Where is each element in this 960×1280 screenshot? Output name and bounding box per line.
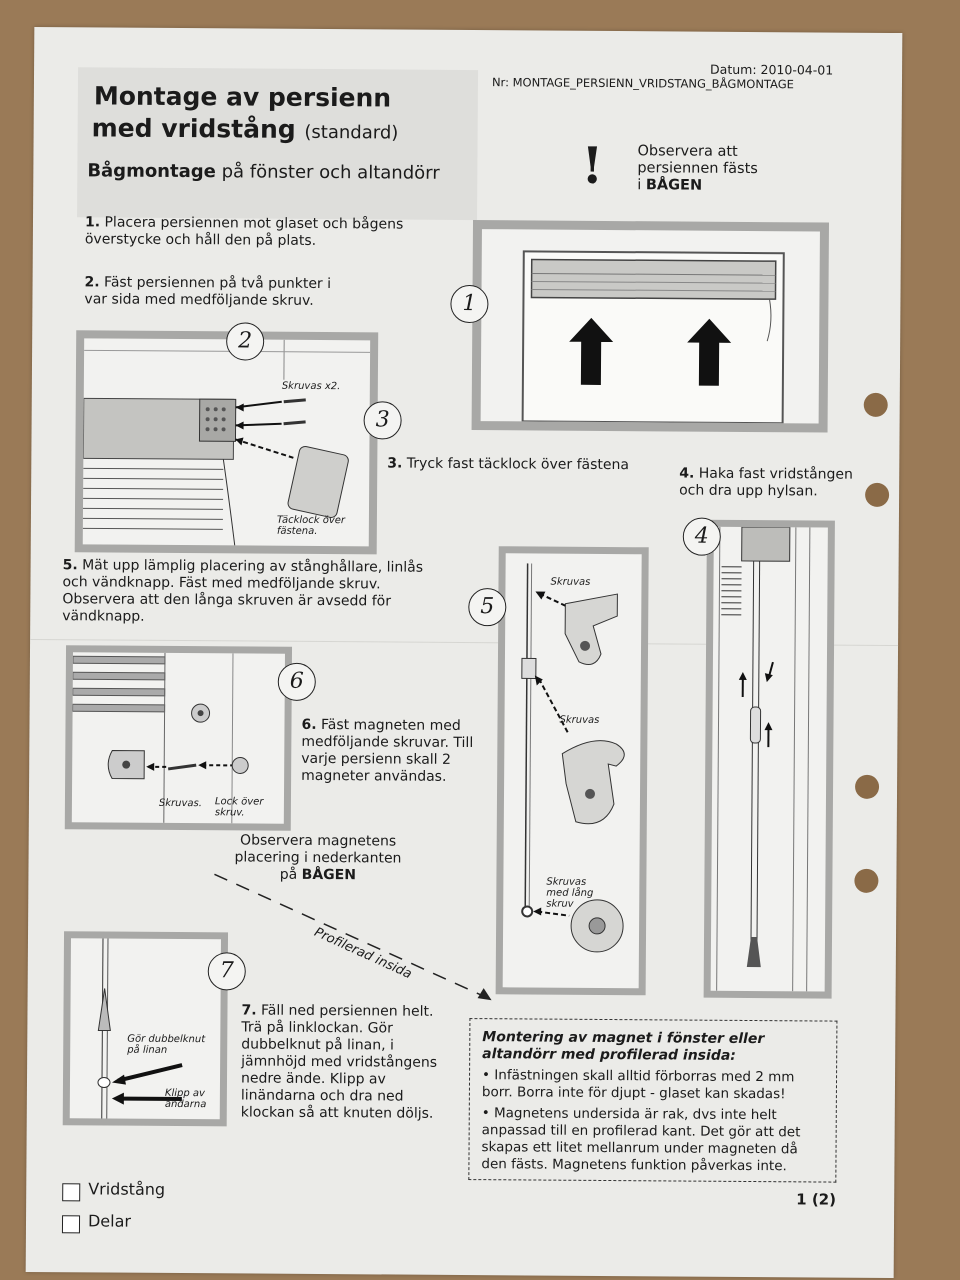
- subtitle: Bågmontage på fönster och altandörr: [87, 160, 439, 183]
- title-suffix: (standard): [304, 121, 399, 144]
- step-7-body: Fäll ned persiennen helt. Trä på linkloc…: [240, 1002, 438, 1122]
- figure-6-magnet: [64, 645, 293, 831]
- notice-line-2: persiennen fästs: [637, 160, 758, 178]
- step-3-text: 3. Tryck fast täcklock över fästena: [387, 455, 667, 474]
- instruction-sheet: Montage av persienn med vridstång (stand…: [25, 26, 903, 1279]
- figure-1-drawing: [521, 250, 785, 425]
- subtitle-rest: på fönster och altandörr: [221, 161, 440, 184]
- figure-4-drawing: [716, 526, 811, 992]
- figure-number-5: 5: [468, 588, 507, 627]
- step-2-num: 2.: [84, 274, 100, 291]
- label-tacklock: Täcklock över fästena.: [276, 514, 346, 537]
- figure-number-1: 1: [450, 284, 489, 324]
- notice-text: Observera att persiennen fästs i BÅGEN: [637, 143, 758, 195]
- checklist-item-delar: Delar: [87, 1211, 132, 1231]
- dashed-arrow-profilerad: [214, 873, 492, 1001]
- step-1-num: 1.: [84, 214, 101, 231]
- figure-2-mount: [74, 330, 379, 555]
- binder-hole: [854, 868, 879, 893]
- mounting-note-box: Montering av magnet i fönster eller alta…: [468, 1018, 838, 1183]
- mounting-note-bullet-1: • Infästningen skall alltid förborras me…: [481, 1067, 795, 1103]
- notice-line-1: Observera att: [637, 143, 738, 160]
- label-lock-over: Lock över skruv.: [214, 796, 264, 819]
- subtitle-bold: Bågmontage: [87, 160, 216, 183]
- title-main: med vridstång: [91, 113, 296, 144]
- title-line-2: med vridstång (standard): [92, 113, 399, 144]
- checkbox-vridstang[interactable]: [62, 1183, 81, 1202]
- step-6-body: Fäst magneten med medföljande skruvar. T…: [301, 717, 474, 785]
- step-3-num: 3.: [387, 455, 403, 472]
- step-5-text: 5. Mät upp lämplig placering av stånghål…: [62, 557, 442, 628]
- figure-7-drawing: [97, 938, 183, 1119]
- step-1-body: Placera persiennen mot glaset och bågens…: [84, 214, 404, 249]
- binder-hole: [863, 392, 888, 417]
- step-4-num: 4.: [679, 465, 695, 482]
- doc-number: Nr: MONTAGE_PERSIENN_VRIDSTANG_BÅGMONTAG…: [491, 75, 794, 92]
- step-6-text: 6. Fäst magneten med medföljande skruvar…: [301, 717, 491, 786]
- mounting-note-bullet-2: • Magnetens undersida är rak, dvs inte h…: [481, 1105, 801, 1175]
- exclamation-icon: !: [581, 135, 604, 195]
- step-6-num: 6.: [301, 716, 317, 733]
- figure-7-knot: [62, 931, 229, 1127]
- label-skruvas-lang: Skruvas med lång skruv: [546, 876, 594, 910]
- step-5-body: Mät upp lämplig placering av stånghållar…: [62, 557, 424, 625]
- figure-number-3: 3: [363, 401, 402, 440]
- figure-number-2: 2: [226, 322, 265, 361]
- figure-4-rod: [703, 519, 835, 999]
- magnet-note-line-2: placering i nederkanten: [234, 849, 402, 867]
- step-3-body: Tryck fast täcklock över fästena: [406, 455, 630, 474]
- figure-6-drawing: [72, 652, 249, 824]
- binder-hole: [854, 774, 880, 799]
- label-dubbelknut: Gör dubbelknut på linan: [127, 1033, 206, 1056]
- figure-5-hardware: [495, 546, 649, 996]
- step-7-text: 7. Fäll ned persiennen helt. Trä på link…: [241, 1002, 452, 1122]
- figure-5-drawing: [521, 563, 625, 953]
- figure-number-6: 6: [277, 662, 316, 701]
- label-skruvas-x2: Skruvas x2.: [281, 380, 341, 393]
- step-7-num: 7.: [241, 1002, 257, 1019]
- figure-2-drawing: [82, 339, 371, 546]
- label-skruvas-5b: Skruvas: [559, 714, 600, 726]
- step-5-num: 5.: [62, 557, 78, 574]
- checkbox-delar[interactable]: [61, 1215, 81, 1234]
- step-1-text: 1. Placera persiennen mot glaset och båg…: [85, 214, 425, 250]
- notice-prefix: i: [637, 177, 642, 194]
- figure-1-window: [471, 220, 830, 433]
- label-skruvas-5a: Skruvas: [550, 576, 591, 588]
- figure-number-7: 7: [207, 952, 246, 991]
- mounting-note-title: Montering av magnet i fönster eller alta…: [482, 1029, 765, 1064]
- notice-line-3: i BÅGEN: [637, 177, 758, 195]
- magnet-note-line-1: Observera magnetens: [240, 832, 397, 850]
- label-skruvas-6: Skruvas.: [158, 797, 203, 810]
- notice-bold: BÅGEN: [645, 177, 703, 194]
- title-line-1: Montage av persienn: [93, 81, 392, 113]
- doc-date: Datum: 2010-04-01: [710, 61, 834, 78]
- label-klipp: Klipp av ändarna: [164, 1087, 207, 1111]
- page-number: 1 (2): [796, 1190, 837, 1209]
- step-2-text: 2. Fäst persiennen på två punkter i var …: [84, 274, 354, 310]
- figure-number-4: 4: [682, 517, 721, 556]
- step-4-body: Haka fast vridstången och dra upp hylsan…: [679, 465, 853, 500]
- step-2-body: Fäst persiennen på två punkter i var sid…: [84, 274, 332, 309]
- step-4-text: 4. Haka fast vridstången och dra upp hyl…: [679, 465, 869, 500]
- binder-hole: [865, 482, 890, 507]
- checklist-item-vridstang: Vridstång: [88, 1179, 166, 1199]
